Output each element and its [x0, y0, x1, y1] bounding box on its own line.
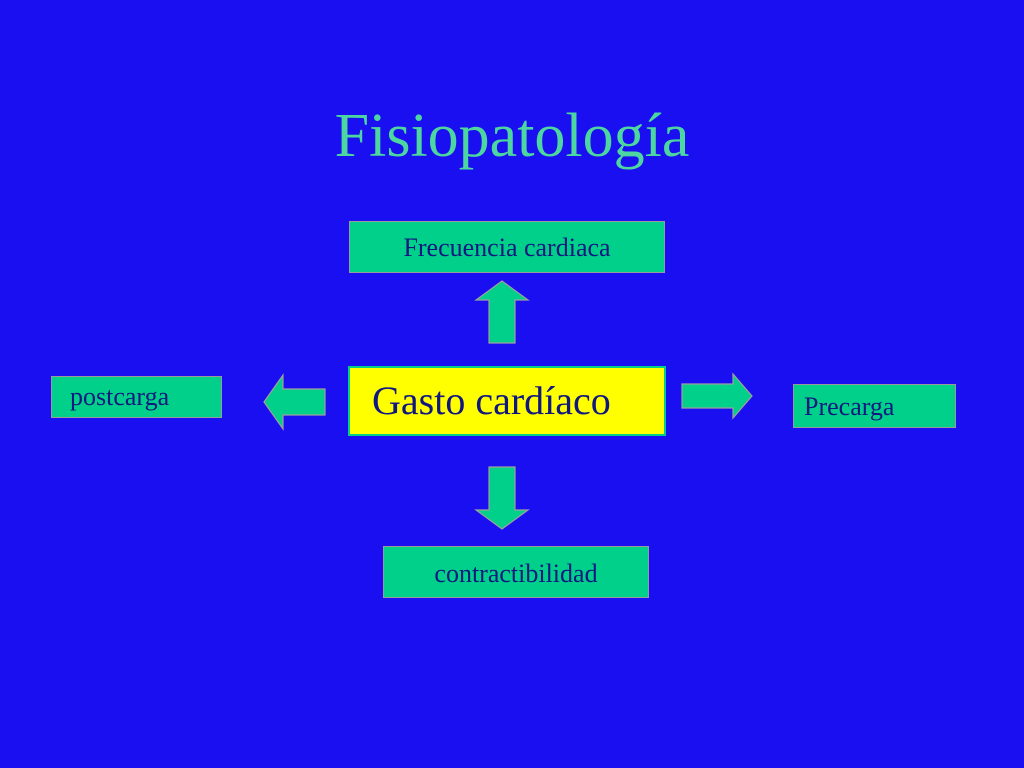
precarga-label: Precarga: [804, 392, 895, 421]
gasto-cardiaco-box: Gasto cardíaco: [348, 366, 666, 436]
arrow-right-icon: [681, 372, 753, 420]
slide-title: Fisiopatología: [334, 102, 690, 170]
gasto-cardiaco-label: Gasto cardíaco: [372, 378, 611, 423]
arrow-up-icon: [474, 280, 530, 344]
frecuencia-cardiaca-label: Frecuencia cardiaca: [403, 233, 611, 262]
precarga-box: Precarga: [793, 384, 956, 428]
arrow-left-icon: [263, 373, 326, 431]
postcarga-box: postcarga: [51, 376, 222, 418]
contractibilidad-box: contractibilidad: [383, 546, 649, 598]
postcarga-label: postcarga: [70, 382, 170, 411]
contractibilidad-label: contractibilidad: [434, 559, 598, 588]
frecuencia-cardiaca-box: Frecuencia cardiaca: [349, 221, 665, 273]
arrow-down-icon: [474, 466, 530, 530]
